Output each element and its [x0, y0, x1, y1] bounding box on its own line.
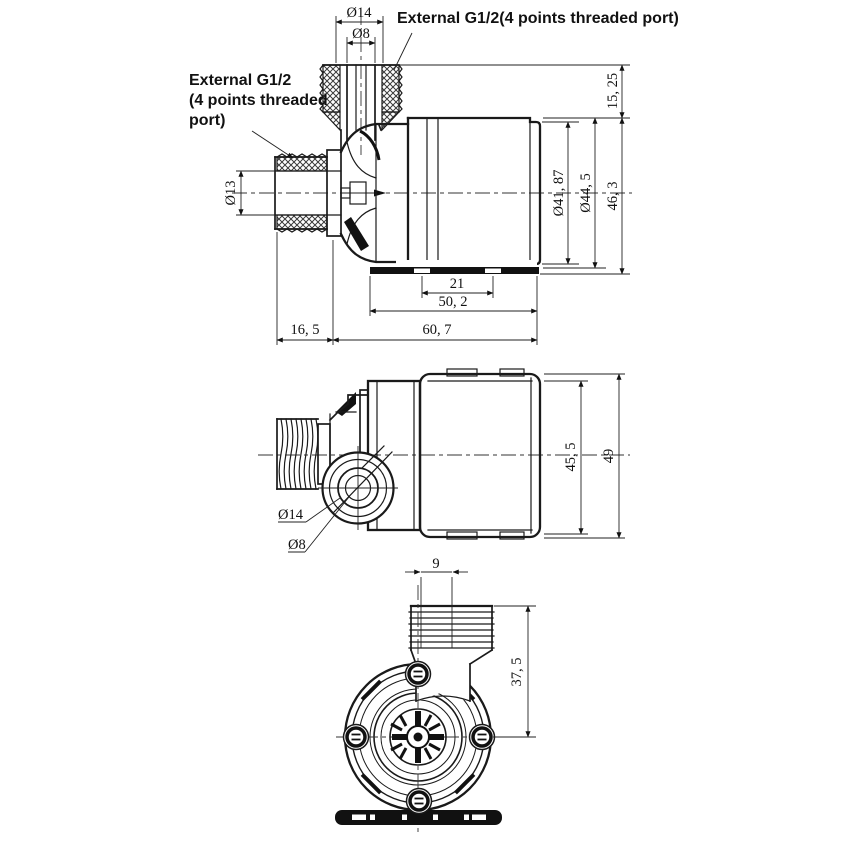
- dim-text-phi14: Ø14: [347, 5, 373, 21]
- dim-50-2: 50, 2: [369, 276, 538, 345]
- screw-boss-top: [404, 660, 432, 688]
- dim-60-7: 60, 7: [332, 322, 538, 343]
- dim-phi44-5: Ø44, 5: [543, 117, 606, 269]
- dim-phi8: Ø8: [346, 26, 376, 63]
- middle-side-view: 45, 5 49 Ø14 Ø8: [258, 368, 630, 553]
- screw-boss-left: [342, 723, 370, 751]
- dim-46-3: 46, 3: [540, 117, 630, 275]
- dim-text-15-25: 15, 25: [605, 73, 621, 109]
- dim-text-21: 21: [450, 276, 465, 292]
- dim-text-16-5: 16, 5: [291, 322, 320, 338]
- dim-16-5: 16, 5: [276, 232, 334, 345]
- left-port-label: External G1/2 (4 points threaded port): [189, 72, 328, 159]
- top-port-label-text: External G1/2(4 points threaded port): [397, 10, 679, 27]
- mounting-base: [335, 787, 502, 825]
- screw-bosses: [342, 660, 496, 751]
- left-port-label-line2: (4 points threaded: [189, 92, 328, 109]
- screw-boss-right: [468, 723, 496, 751]
- dim-text-phi8: Ø8: [352, 26, 370, 42]
- screw-boss-bottom: [405, 787, 433, 815]
- dim-37-5: 37, 5: [493, 605, 536, 738]
- dim-text-37-5: 37, 5: [509, 658, 525, 687]
- dim-text-phi44-5: Ø44, 5: [578, 173, 594, 212]
- mounting-foot: [370, 260, 539, 274]
- motor-body: [418, 368, 542, 540]
- dim-phi14: Ø14: [335, 5, 384, 63]
- dim-text-46-3: 46, 3: [605, 182, 621, 211]
- dim-text-50-2: 50, 2: [439, 294, 468, 310]
- dim-49: 49: [544, 373, 625, 539]
- impeller: [389, 708, 447, 766]
- top-side-view: Ø14 Ø8 Ø13 15, 25 46, 3 Ø44,: [189, 5, 679, 345]
- dim-text-phi13: Ø13: [223, 181, 239, 206]
- dim-text-45-5: 45, 5: [563, 443, 579, 472]
- top-port-label: External G1/2(4 points threaded port): [393, 10, 679, 71]
- dim-text-60-7: 60, 7: [423, 322, 452, 338]
- left-port-label-line1: External G1/2: [189, 72, 291, 89]
- label-phi8-side: Ø8: [288, 496, 350, 553]
- dim-text-49: 49: [601, 449, 617, 464]
- dim-text-phi8-side: Ø8: [288, 537, 306, 553]
- dim-21: 21: [421, 276, 494, 298]
- dim-9: 9: [405, 556, 468, 648]
- dim-45-5: 45, 5: [544, 380, 588, 535]
- left-port-label-line3: port): [189, 112, 225, 129]
- dim-15-25: 15, 25: [400, 64, 630, 119]
- side-threaded-port: [276, 418, 319, 490]
- dim-phi41-87: Ø41, 87: [542, 121, 579, 265]
- bottom-front-view: 9 37, 5: [335, 556, 536, 832]
- dim-phi13: Ø13: [223, 170, 275, 216]
- front-threaded-port: [408, 604, 495, 702]
- dim-text-phi14-side: Ø14: [278, 507, 304, 523]
- left-inlet-port: [274, 149, 386, 237]
- dim-text-9: 9: [432, 556, 439, 572]
- label-phi14-side: Ø14: [278, 497, 341, 523]
- outlet-port-front-circle: [318, 445, 398, 530]
- top-outlet-port: [319, 64, 403, 153]
- dim-text-phi41-87: Ø41, 87: [551, 170, 567, 217]
